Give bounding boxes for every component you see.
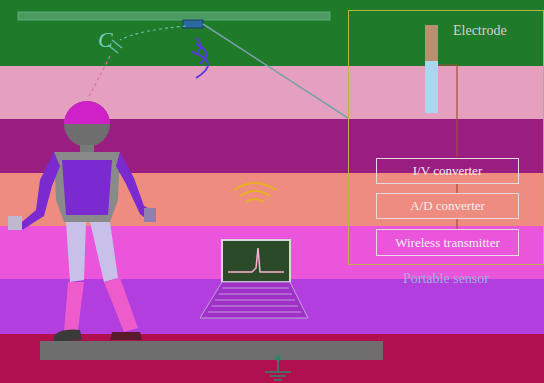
process-box: I/V converter — [376, 158, 519, 184]
electrode — [425, 25, 457, 157]
capacitance-label: C — [98, 27, 113, 53]
leader-line — [203, 24, 348, 118]
coupling-line — [88, 56, 110, 98]
box-label: Wireless transmitter — [395, 235, 500, 251]
panel-heading: Portable sensor — [349, 271, 543, 287]
process-box: Wireless transmitter — [376, 229, 519, 256]
top-plate — [18, 12, 330, 20]
connector — [456, 184, 457, 193]
bottom-plate — [40, 341, 383, 360]
band — [0, 334, 544, 383]
human-figure — [8, 101, 156, 342]
box-label: A/D converter — [410, 198, 485, 214]
connector — [456, 219, 457, 229]
band — [0, 279, 544, 334]
sensor — [183, 20, 203, 28]
laptop — [200, 183, 308, 318]
sensor-panel: Portable sensorI/V converterA/D converte… — [348, 10, 544, 265]
box-label: I/V converter — [413, 163, 482, 179]
ground-symbol — [265, 356, 291, 380]
part-label: Electrode — [453, 23, 507, 39]
process-box: A/D converter — [376, 193, 519, 219]
coupling-line — [120, 26, 186, 40]
wireless-waves — [192, 38, 208, 78]
